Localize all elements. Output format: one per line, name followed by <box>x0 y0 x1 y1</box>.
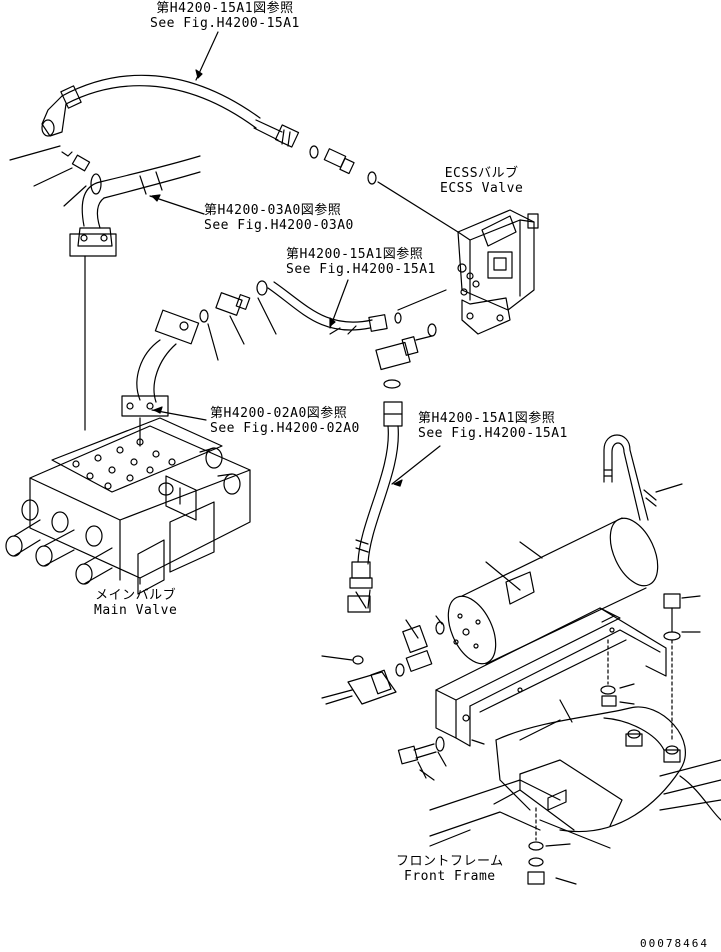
ref-label-03a0-jp: 第H4200-03A0図参照 <box>204 203 342 218</box>
middle-fittings <box>199 280 277 361</box>
ref-label-mid-en: See Fig.H4200-15A1 <box>286 262 436 277</box>
ecss-valve-label-jp: ECSSバルブ <box>444 166 519 181</box>
ref-label-top-jp: 第H4200-15A1図参照 <box>156 1 294 16</box>
front-frame-label: フロントフレーム Front Frame <box>396 854 504 884</box>
ref-label-02a0-en: See Fig.H4200-02A0 <box>210 421 360 436</box>
accumulator-fittings <box>321 615 445 705</box>
ref-label-mid: 第H4200-15A1図参照 See Fig.H4200-15A1 <box>286 247 436 277</box>
ref-label-right: 第H4200-15A1図参照 See Fig.H4200-15A1 <box>418 411 568 441</box>
ecss-valve-body <box>457 209 539 335</box>
main-valve-label-jp: メインバルブ <box>95 588 177 603</box>
ref-label-right-en: See Fig.H4200-15A1 <box>418 426 568 441</box>
main-valve-label-en: Main Valve <box>94 603 178 618</box>
u-bolt <box>603 434 657 521</box>
leader-03a0 <box>149 195 205 215</box>
ecss-valve-label: ECSSバルブ ECSS Valve <box>440 166 523 196</box>
main-valve-body <box>5 417 251 595</box>
middle-hose <box>267 281 402 335</box>
ref-label-top: 第H4200-15A1図参照 See Fig.H4200-15A1 <box>150 1 300 31</box>
ref-label-03a0-en: See Fig.H4200-03A0 <box>204 218 354 233</box>
accumulator <box>447 517 659 665</box>
front-frame <box>429 706 721 849</box>
ref-label-02a0: 第H4200-02A0図参照 See Fig.H4200-02A0 <box>210 406 360 436</box>
front-frame-label-en: Front Frame <box>404 869 496 884</box>
leader-right <box>391 445 441 485</box>
ref-label-mid-jp: 第H4200-15A1図参照 <box>286 247 424 262</box>
drawing-code: 00078464 <box>640 937 709 950</box>
top-hose <box>41 74 300 148</box>
front-frame-label-jp: フロントフレーム <box>396 854 504 869</box>
top-fittings <box>309 145 459 233</box>
o-ring <box>383 379 401 389</box>
upper-elbow-pipe <box>61 151 201 257</box>
ecss-elbow-fitting <box>375 335 433 371</box>
ref-label-03a0: 第H4200-03A0図参照 See Fig.H4200-03A0 <box>204 203 354 233</box>
vertical-hose <box>347 401 403 613</box>
lower-bolt <box>397 736 447 779</box>
ref-label-02a0-jp: 第H4200-02A0図参照 <box>210 406 348 421</box>
main-valve-label: メインバルブ Main Valve <box>94 588 177 618</box>
ref-label-top-en: See Fig.H4200-15A1 <box>150 16 300 31</box>
middle-elbow-pipe <box>121 309 200 417</box>
accumulator-bracket <box>435 607 667 747</box>
bracket-bolts <box>600 593 701 741</box>
ref-label-right-jp: 第H4200-15A1図参照 <box>418 411 556 426</box>
ecss-valve-label-en: ECSS Valve <box>440 181 524 196</box>
frame-bolt <box>527 807 577 885</box>
